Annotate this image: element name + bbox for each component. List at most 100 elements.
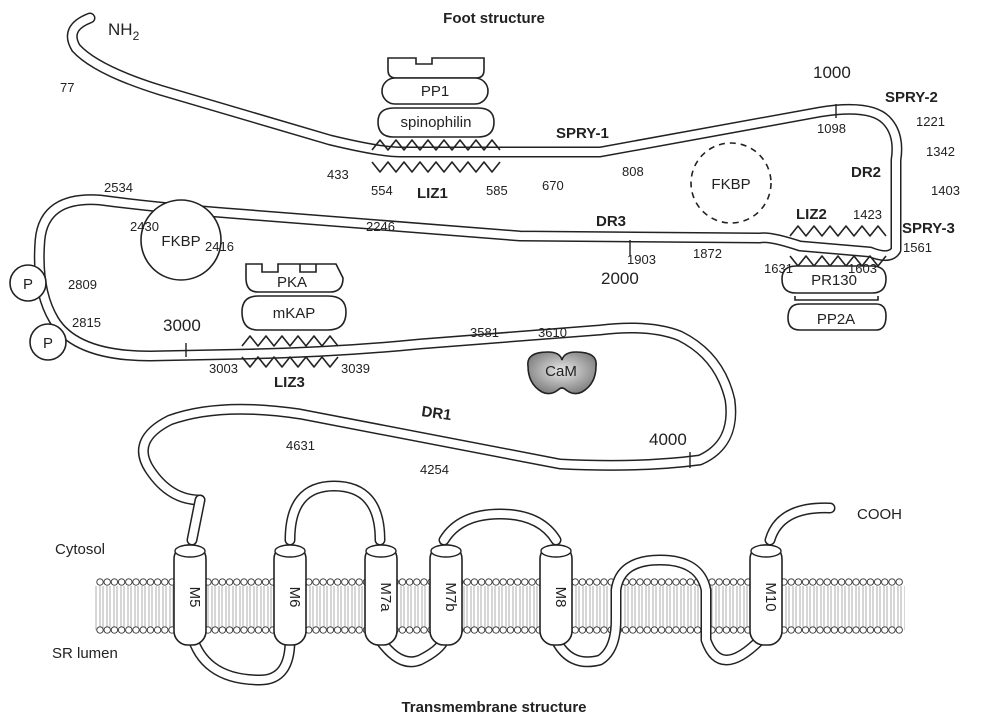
- lipid-head: [716, 579, 722, 585]
- helix-top: [751, 545, 781, 557]
- residue-2000: 2000: [601, 269, 639, 288]
- lipid-head: [529, 627, 535, 633]
- lipid-head: [594, 627, 600, 633]
- lipid-head: [464, 579, 470, 585]
- liz2-zipper-top: [790, 226, 886, 236]
- lipid-head: [126, 579, 132, 585]
- sr-lumen-label: SR lumen: [52, 645, 118, 662]
- residue-1403: 1403: [931, 183, 960, 198]
- lipid-head: [651, 579, 657, 585]
- lipid-head: [349, 627, 355, 633]
- lipid-head: [601, 579, 607, 585]
- residue-670: 670: [542, 178, 564, 193]
- residue-1903: 1903: [627, 252, 656, 267]
- residue-3039: 3039: [341, 361, 370, 376]
- n-terminus-label: NH2: [108, 20, 140, 43]
- pp2a-group: PP2A: [788, 296, 886, 330]
- lipid-head: [349, 579, 355, 585]
- lipid-head: [334, 627, 340, 633]
- residue-554: 554: [371, 183, 393, 198]
- lipid-head: [738, 627, 744, 633]
- lipid-head: [486, 627, 492, 633]
- lipid-head: [154, 579, 160, 585]
- lipid-head: [795, 579, 801, 585]
- residue-2416: 2416: [205, 239, 234, 254]
- lipid-head: [730, 627, 736, 633]
- lipid-head: [500, 579, 506, 585]
- cam-label: CaM: [545, 363, 577, 380]
- residue-2809: 2809: [68, 277, 97, 292]
- lipid-head: [486, 579, 492, 585]
- residue-77: 77: [60, 80, 74, 95]
- lipid-head: [342, 627, 348, 633]
- lipid-head: [838, 579, 844, 585]
- helix-m5: M5: [174, 545, 206, 645]
- lipid-head: [882, 627, 888, 633]
- lipid-head: [133, 627, 139, 633]
- fkbp-solid-label: FKBP: [161, 233, 200, 250]
- foot-structure-title: Foot structure: [443, 10, 545, 27]
- lipid-head: [802, 579, 808, 585]
- lipid-head: [313, 579, 319, 585]
- helix-label: M6: [286, 587, 303, 608]
- lipid-head: [594, 579, 600, 585]
- lipid-head: [658, 627, 664, 633]
- lipid-head: [320, 627, 326, 633]
- liz3-zipper-top: [242, 336, 338, 346]
- spry1-label: SPRY-1: [556, 125, 609, 142]
- lipid-head: [241, 579, 247, 585]
- helix-m7a: M7a: [365, 545, 397, 645]
- lipid-head: [738, 579, 744, 585]
- spry3-label: SPRY-3: [902, 220, 955, 237]
- helix-label: M7a: [377, 582, 394, 612]
- lipid-head: [248, 627, 254, 633]
- lipid-head: [673, 579, 679, 585]
- lipid-head: [356, 579, 362, 585]
- lipid-head: [327, 579, 333, 585]
- pka-label: PKA: [277, 274, 307, 291]
- residue-1000: 1000: [813, 63, 851, 82]
- helix-top: [431, 545, 461, 557]
- lipid-head: [111, 627, 117, 633]
- lipid-head: [860, 579, 866, 585]
- lipid-head: [147, 579, 153, 585]
- lipid-head: [694, 627, 700, 633]
- dr1-label: DR1: [420, 403, 452, 424]
- lipid-head: [248, 579, 254, 585]
- lipid-head: [601, 627, 607, 633]
- lipid-head: [507, 579, 513, 585]
- lipid-head: [514, 627, 520, 633]
- lipid-head: [219, 579, 225, 585]
- lipid-head: [320, 579, 326, 585]
- lipid-head: [586, 627, 592, 633]
- lipid-head: [579, 627, 585, 633]
- lipid-head: [147, 627, 153, 633]
- lipid-head: [644, 579, 650, 585]
- lipid-head: [522, 579, 528, 585]
- liz1-label: LIZ1: [417, 185, 448, 202]
- lipid-head: [133, 579, 139, 585]
- lipid-head: [572, 579, 578, 585]
- helix-m10: M10: [750, 545, 782, 645]
- lipid-head: [673, 627, 679, 633]
- residue-433: 433: [327, 167, 349, 182]
- residue-2246: 2246: [366, 219, 395, 234]
- lipid-head: [97, 579, 103, 585]
- lipid-head: [111, 579, 117, 585]
- lipid-head: [414, 627, 420, 633]
- lipid-head: [478, 579, 484, 585]
- dr3-label: DR3: [596, 213, 626, 230]
- lipid-head: [831, 579, 837, 585]
- transmembrane-structure-title: Transmembrane structure: [401, 699, 586, 716]
- residue-808: 808: [622, 164, 644, 179]
- lipid-head: [493, 579, 499, 585]
- lipid-head: [255, 627, 261, 633]
- lipid-head: [478, 627, 484, 633]
- helix-label: M7b: [442, 582, 459, 611]
- lipid-head: [586, 579, 592, 585]
- mkap-group: mKAP: [242, 296, 346, 330]
- cytosol-label: Cytosol: [55, 541, 105, 558]
- lipid-head: [212, 627, 218, 633]
- lipid-head: [154, 627, 160, 633]
- lipid-head: [104, 579, 110, 585]
